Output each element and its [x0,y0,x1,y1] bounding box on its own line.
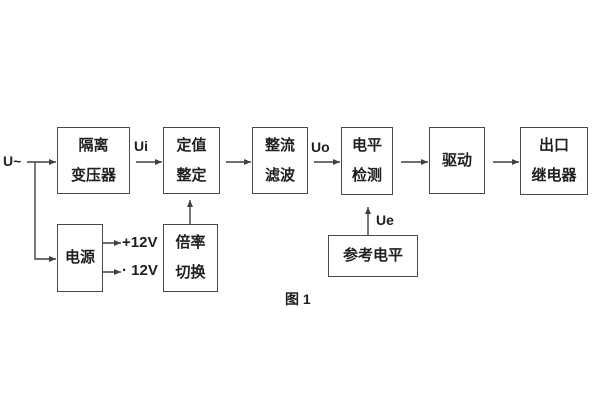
block-label: 变压器 [70,166,116,184]
block-setting: 定值 整定 [163,127,220,194]
block-label: 定值 [176,136,207,154]
block-label: 整定 [176,166,207,184]
ue-signal-label: Ue [376,212,394,228]
block-level-detection: 电平 检测 [341,127,393,195]
minus-12v-label: · 12V [122,262,158,279]
block-label: 继电器 [531,167,577,184]
block-label: 驱动 [441,151,472,169]
figure-caption: 图 1 [285,291,311,307]
block-drive: 驱动 [429,127,485,194]
ui-signal-label: Ui [134,138,148,154]
block-output-relay: 出口 继电器 [520,127,588,195]
block-label: 电平 [351,137,382,154]
block-label: 电源 [64,249,95,266]
block-label: 出口 [538,137,569,154]
block-rate-switch: 倍率 切换 [163,224,218,292]
block-reference-level: 参考电平 [328,235,418,277]
input-signal-label: U~ [3,153,22,169]
block-label: 参考电平 [342,247,403,264]
block-isolation-transformer: 隔离 变压器 [57,127,130,194]
block-label: 滤波 [264,166,295,184]
block-label: 切换 [175,264,206,281]
connector-input-to-power [34,162,56,262]
block-label: 整流 [264,136,295,154]
plus-12v-label: +12V [122,234,158,251]
block-label: 倍率 [175,234,206,251]
uo-signal-label: Uo [311,139,330,155]
block-label: 隔离 [78,136,109,154]
block-power-supply: 电源 [57,224,103,292]
block-rectifier-filter: 整流 滤波 [252,127,308,194]
block-label: 检测 [351,167,382,184]
